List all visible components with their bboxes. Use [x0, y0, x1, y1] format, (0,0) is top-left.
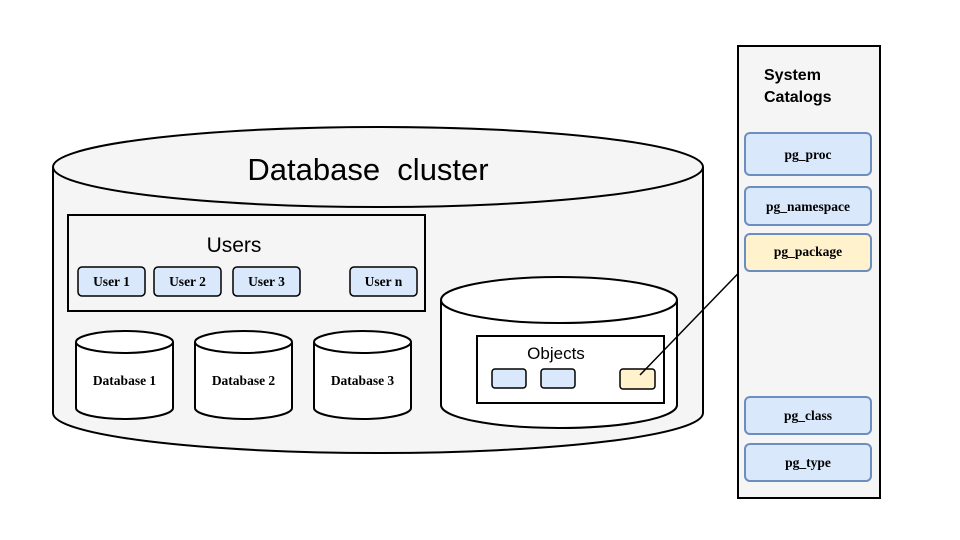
user-item-label: User 1	[93, 274, 130, 289]
package-object-item	[619, 368, 656, 390]
object-item	[540, 368, 576, 389]
user-item: User 2	[153, 266, 222, 297]
database-cylinder: Database 2	[194, 330, 293, 420]
catalog-item-label: pg_type	[785, 455, 831, 470]
catalog-item-label: pg_package	[774, 244, 842, 259]
users-title: Users	[207, 234, 262, 257]
catalog-item-pg-package: pg_package	[744, 233, 872, 272]
user-item-label: User n	[365, 274, 403, 289]
catalog-item-label: pg_namespace	[766, 199, 850, 214]
user-item-label: User 3	[248, 274, 285, 289]
database-cylinder: Database 1	[75, 330, 174, 420]
catalog-item-pg-class: pg_class	[744, 396, 872, 435]
package-link-arrow	[639, 254, 757, 376]
system-catalogs-title-line2: Catalogs	[764, 89, 832, 106]
catalog-item-label: pg_class	[784, 408, 832, 423]
catalog-item-pg-proc: pg_proc	[744, 132, 872, 176]
user-item: User n	[349, 266, 418, 297]
catalog-item-label: pg_proc	[784, 147, 831, 162]
objects-title: Objects	[527, 344, 585, 363]
user-item: User 3	[232, 266, 301, 297]
user-item-label: User 2	[169, 274, 206, 289]
catalog-item-pg-type: pg_type	[744, 443, 872, 482]
database-cylinder: Database 3	[313, 330, 412, 420]
object-item	[491, 368, 527, 389]
cluster-title: Database cluster	[247, 152, 488, 187]
user-item: User 1	[77, 266, 146, 297]
database-label: Database 3	[331, 373, 395, 388]
catalog-item-pg-namespace: pg_namespace	[744, 186, 872, 226]
database-label: Database 2	[212, 373, 276, 388]
database-label: Database 1	[93, 373, 157, 388]
system-catalogs-title-line1: System	[764, 67, 821, 84]
